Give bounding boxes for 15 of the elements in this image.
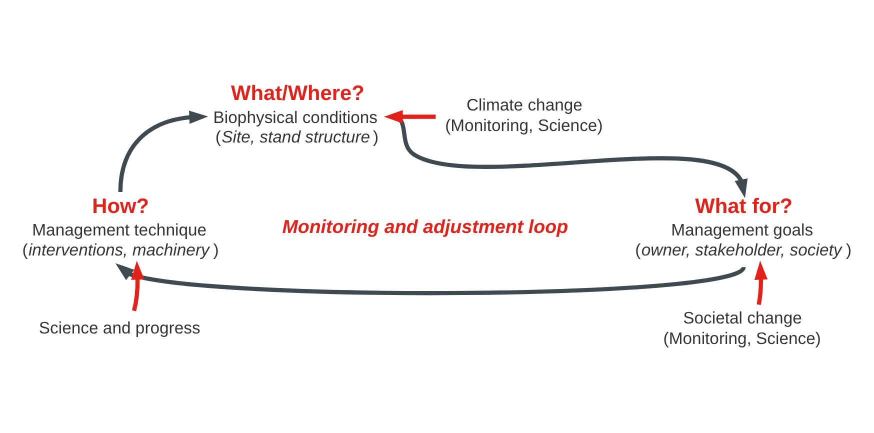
node-text: Biophysical conditions (Site, stand structure) [213, 107, 379, 146]
arrow [384, 110, 436, 123]
node-text: Societal change (Monitoring, Science) [663, 308, 821, 348]
arrow [115, 262, 745, 295]
arrow [131, 260, 144, 311]
node-text: Science and progress [38, 318, 200, 338]
node-label: How? [92, 194, 150, 218]
node-label: What/Where? [231, 82, 364, 105]
label: Monitoring and adjustment loop [282, 216, 568, 237]
arrow [754, 260, 768, 305]
node-text: Management technique (interventions, machinery) [22, 220, 219, 259]
node-text: Management goals (owner, stakeholder, society) [635, 220, 852, 259]
node-label: What for? [695, 194, 793, 218]
arrow [118, 110, 208, 192]
node-text: Climate change (Monitoring, Science) [445, 94, 603, 135]
